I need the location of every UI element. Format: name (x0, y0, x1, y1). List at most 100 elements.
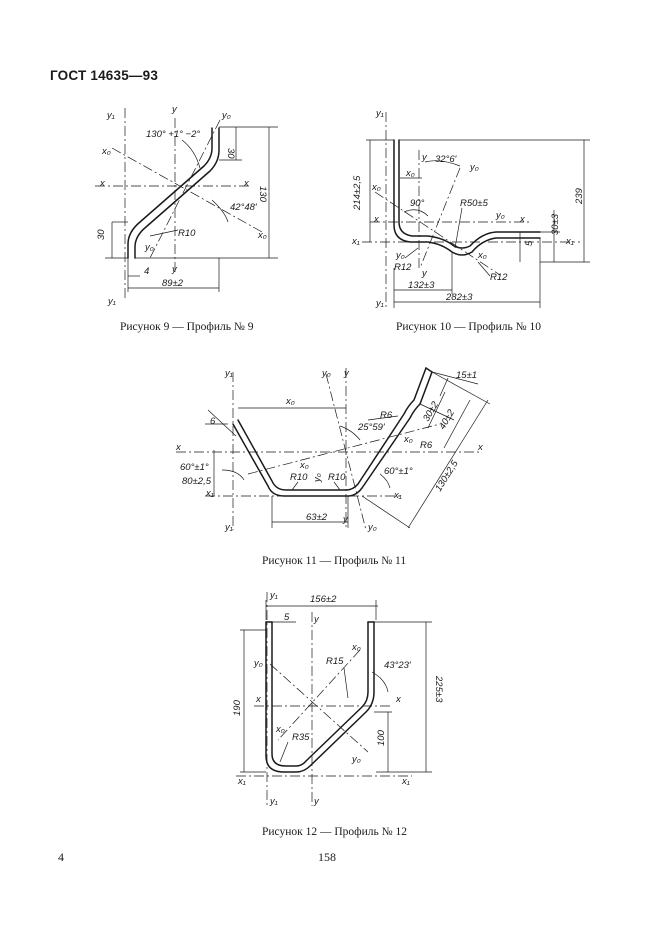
fig10-y0-right: y₀ (495, 210, 505, 221)
fig11-x0-right: x₀ (403, 434, 413, 445)
fig9-dim30-left: 30 (96, 229, 107, 240)
fig12-y-top: y (313, 614, 320, 625)
figure-12-caption: Рисунок 12 — Профиль № 12 (262, 826, 407, 838)
fig9-angle1: 130° +1° −2° (146, 129, 200, 140)
fig11-angle25: 25°59′ (357, 422, 386, 433)
fig11-x1-right: x₁ (393, 490, 402, 501)
figure-9: y₁ y y₀ 130° +1° −2° x₀ x 30 130 42°48′ … (95, 104, 278, 307)
fig10-dim239: 239 (574, 187, 585, 205)
fig10-x0-left: x₀ (405, 168, 415, 179)
figure-11: y₁ y₀ y 15±1 6 x₀ R6 30±2 40±2 25°59′ x₀… (175, 367, 491, 533)
fig12-y0-left: y₀ (253, 658, 263, 669)
fig9-x0-right: x₀ (257, 230, 267, 241)
fig11-x-right: x (477, 442, 484, 453)
fig12-x0-bottom: x₀ (275, 724, 285, 735)
fig10-y1-top: y₁ (375, 108, 384, 119)
fig9-y0-top: y₀ (221, 110, 231, 121)
fig11-y0-bottom: y₀ (367, 522, 377, 533)
page-number-left: 4 (58, 850, 64, 864)
fig12-dim190: 190 (232, 699, 243, 716)
fig10-y-bottom: y (421, 268, 428, 279)
fig10-angle90: 90° (410, 198, 425, 209)
fig9-dim89: 89±2 (162, 278, 184, 289)
fig10-r12-right: R12 (490, 272, 508, 283)
fig9-r10: R10 (178, 228, 196, 239)
fig11-dim30: 30±2 (421, 399, 441, 423)
fig10-x1-left: x₁ (351, 236, 360, 247)
figure-9-caption: Рисунок 9 — Профиль № 9 (120, 321, 254, 333)
fig10-dim5: 5 (524, 240, 535, 246)
fig11-y0-top: y₀ (321, 368, 331, 379)
fig9-x-left: x (99, 178, 106, 189)
document-header: ГОСТ 14635—93 (50, 68, 159, 83)
fig9-y1-bottom: y₁ (107, 296, 116, 307)
fig10-y0-top: y₀ (469, 162, 479, 173)
fig12-x-right: x (395, 694, 402, 705)
fig10-angle1: 32°6′ (435, 154, 458, 165)
fig12-r15: R15 (326, 656, 344, 667)
fig10-x1-right: x₁ (565, 236, 574, 247)
fig11-x1-left: x₁ (205, 488, 214, 499)
fig11-r6-top: R6 (380, 410, 393, 421)
fig10-r50: R50±5 (460, 198, 489, 209)
fig10-dim30: 30±3 (550, 213, 561, 235)
fig10-r12-left: R12 (394, 262, 412, 273)
fig12-y1-bottom: y₁ (269, 796, 278, 807)
fig9-y-bottom: y (171, 264, 178, 275)
fig11-angle60-left: 60°±1° (180, 462, 209, 473)
fig10-x-right: x (519, 214, 526, 225)
fig11-dim15: 15±1 (456, 370, 477, 381)
figure-11-caption: Рисунок 11 — Профиль № 11 (262, 555, 407, 567)
fig9-y-top: y (171, 104, 178, 115)
fig9-angle2: 42°48′ (230, 202, 258, 213)
fig11-y0-middle: y₀ (312, 473, 323, 483)
fig12-dim156: 156±2 (310, 594, 337, 605)
fig11-r6-right: R6 (420, 440, 433, 451)
fig9-x0-left: x₀ (101, 146, 111, 157)
fig10-y1-bottom: y₁ (375, 298, 384, 309)
fig11-r10-left: R10 (290, 472, 308, 483)
fig11-angle60-right: 60°±1° (384, 466, 413, 477)
fig10-y-top: y (421, 152, 428, 163)
fig10-x0-right: x₀ (477, 250, 487, 261)
fig12-y0-bottom: y₀ (351, 754, 361, 765)
fig9-y0-bottom: y₀ (144, 242, 154, 253)
fig11-x-left: x (175, 442, 182, 453)
fig11-dim63: 63±2 (306, 512, 328, 523)
fig11-x0-top: x₀ (285, 396, 295, 407)
page-number-center: 158 (318, 850, 336, 864)
figure-10: y₁ y 32°6′ y₀ 214±2,5 x₀ x₀ 90° R50±5 x … (351, 108, 590, 310)
fig12-x1-right: x₁ (401, 776, 410, 787)
fig10-dim132: 132±3 (408, 280, 435, 291)
fig11-dim80: 80±2,5 (182, 476, 212, 487)
fig11-y-bottom: y (342, 514, 349, 525)
fig10-x-left: x (373, 214, 380, 225)
fig10-y0-bottom: y₀ (395, 250, 405, 261)
fig11-y1-top: y₁ (224, 368, 233, 379)
fig11-dim40: 40±2 (437, 407, 457, 431)
fig11-dim130: 130±2,5 (433, 458, 461, 493)
fig12-dim5: 5 (284, 612, 290, 623)
fig11-y1-bottom: y₁ (224, 522, 233, 533)
fig12-r35: R35 (292, 732, 310, 743)
fig12-dim225: 225±3 (433, 675, 444, 703)
fig12-y-bottom: y (313, 796, 320, 807)
fig11-dim6: 6 (210, 416, 216, 427)
fig9-x-right: x (243, 178, 250, 189)
fig9-dim130: 130 (257, 186, 268, 203)
fig9-dim30-top: 30 (225, 148, 236, 159)
fig11-y-top: y (343, 368, 350, 379)
fig9-dim4: 4 (144, 266, 149, 277)
fig11-x0-middle: x₀ (299, 460, 309, 471)
figure-12: 156±2 y₁ 5 y x₀ y₀ R15 43°23′ 225±3 190 … (232, 590, 444, 807)
fig10-dim282: 282±3 (445, 292, 473, 303)
figure-10-caption: Рисунок 10 — Профиль № 10 (396, 321, 541, 333)
fig12-dim100: 100 (376, 729, 387, 746)
fig10-dim214: 214±2,5 (352, 175, 363, 211)
fig12-x0-top: x₀ (351, 642, 361, 653)
fig12-x-left: x (255, 694, 262, 705)
fig12-x1-left: x₁ (237, 776, 246, 787)
fig12-y1-top: y₁ (269, 590, 278, 601)
fig12-angle43: 43°23′ (384, 660, 412, 671)
